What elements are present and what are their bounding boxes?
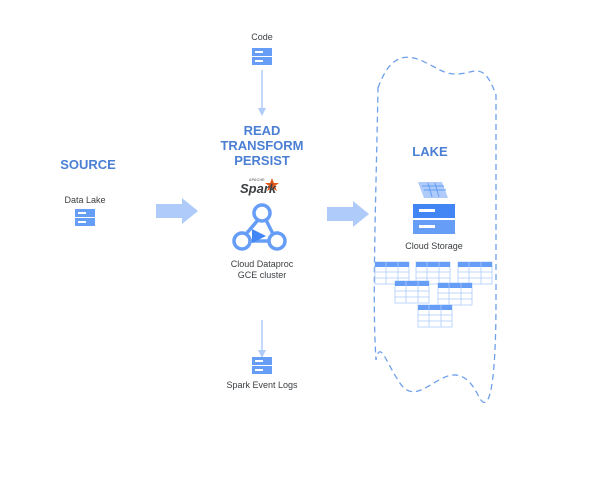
lake-boundary	[373, 56, 497, 403]
process-to-lake-arrow	[327, 201, 369, 227]
lake-table	[415, 261, 451, 285]
step-persist: PERSIST	[234, 153, 290, 168]
spark-event-logs-label: Spark Event Logs	[226, 380, 298, 390]
dataproc-label-line1: Cloud Dataproc	[230, 259, 294, 269]
lake-table	[417, 304, 453, 328]
dataproc-center-arrow	[252, 229, 266, 243]
lake-tables	[374, 261, 493, 328]
spark-logs-icon	[252, 357, 272, 374]
spark-logo-text: Spark	[240, 181, 277, 196]
step-transform: TRANSFORM	[220, 138, 304, 153]
data-lake-icon	[75, 209, 95, 226]
code-down-arrowhead	[258, 108, 266, 116]
logs-down-arrowhead	[258, 350, 266, 358]
cloud-storage-icon	[413, 182, 455, 234]
cloud-storage-label: Cloud Storage	[405, 241, 463, 251]
spark-logo: APACHE Spark	[240, 178, 276, 198]
spark-star-icon	[265, 178, 279, 191]
lake-table	[457, 261, 493, 285]
code-icon	[252, 48, 272, 65]
lake-table	[394, 280, 430, 304]
dataproc-icon	[232, 203, 287, 251]
source-heading: SOURCE	[60, 157, 116, 172]
code-label: Code	[251, 32, 273, 42]
lake-table	[374, 261, 410, 285]
lake-table	[437, 282, 473, 306]
step-read: READ	[243, 123, 281, 138]
spark-logo-small-text: APACHE	[249, 178, 265, 182]
lake-heading: LAKE	[412, 144, 448, 159]
dataproc-label-line2: GCE cluster	[237, 270, 287, 280]
data-lake-label: Data Lake	[64, 195, 106, 205]
source-to-process-arrow	[156, 198, 198, 224]
